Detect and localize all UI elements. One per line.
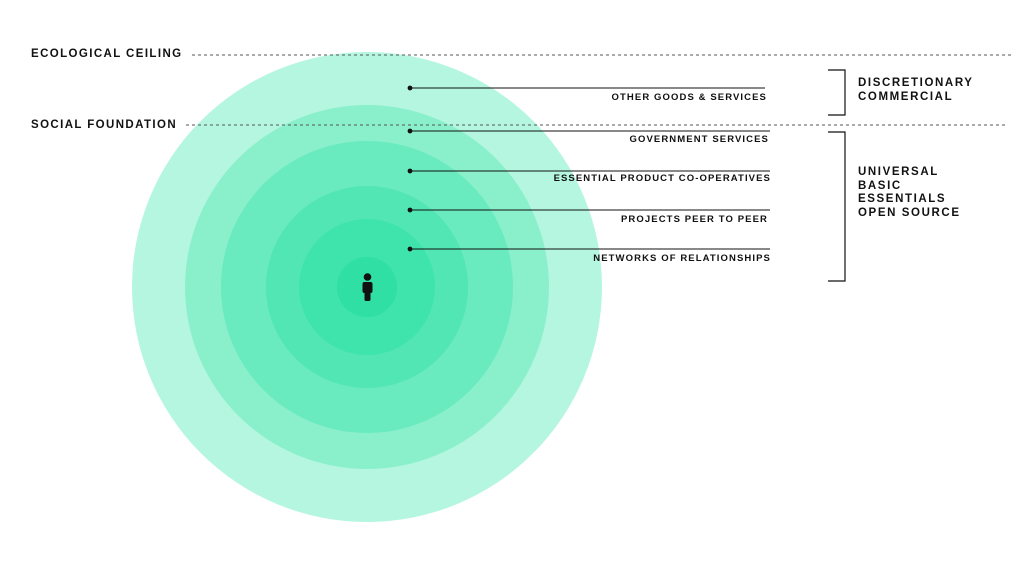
ecological-ceiling-label: ECOLOGICAL CEILING (31, 48, 183, 60)
universal-bracket (828, 131, 846, 282)
universal-line2: BASIC (858, 179, 902, 192)
discretionary-line1: DISCRETIONARY (858, 77, 974, 89)
label-other-goods: OTHER GOODS & SERVICES (611, 92, 767, 103)
universal-basic-label: UNIVERSAL BASIC ESSENTIALS OPEN SOURCE (858, 166, 961, 220)
leader-essential-cooperatives (407, 168, 770, 174)
label-government-services: GOVERNMENT SERVICES (629, 134, 769, 145)
discretionary-line2: COMMERCIAL (858, 90, 954, 103)
discretionary-bracket (828, 69, 846, 116)
discretionary-commercial-label: DISCRETIONARY COMMERCIAL (858, 77, 974, 104)
leader-government-services (407, 128, 770, 134)
leader-other-goods (407, 85, 765, 91)
leader-projects-peer (407, 207, 770, 213)
label-projects-peer: PROJECTS PEER TO PEER (621, 214, 768, 225)
person-icon (362, 273, 373, 301)
label-networks: NETWORKS OF RELATIONSHIPS (593, 253, 771, 264)
universal-line4: OPEN SOURCE (858, 206, 961, 219)
universal-line1: UNIVERSAL (858, 166, 939, 178)
social-foundation-label: SOCIAL FOUNDATION (31, 119, 178, 131)
leader-networks (407, 246, 770, 252)
label-essential-cooperatives: ESSENTIAL PRODUCT CO-OPERATIVES (553, 173, 771, 184)
universal-line3: ESSENTIALS (858, 193, 947, 205)
